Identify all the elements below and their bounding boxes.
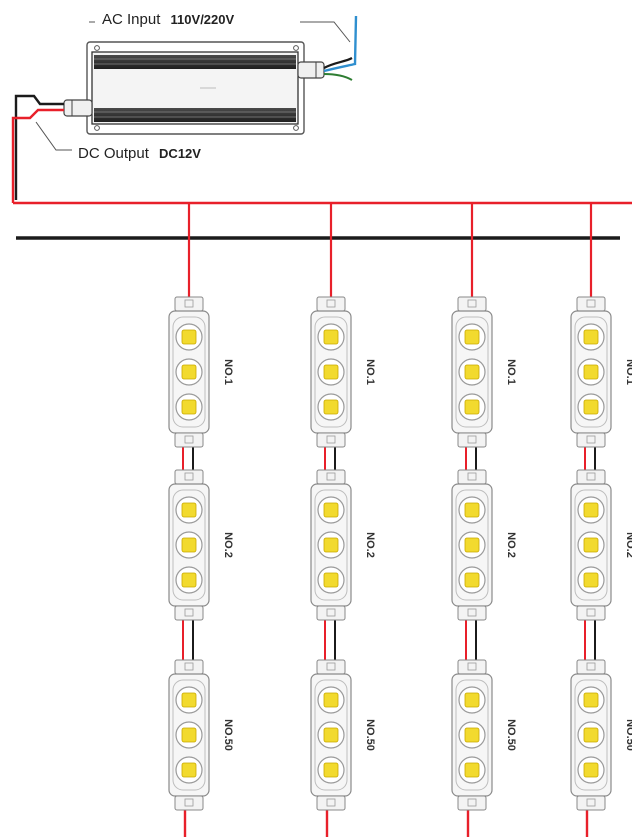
led-chip (181, 537, 197, 553)
module-number-label: NO.1 (364, 359, 376, 385)
led-module: NO.2 (310, 469, 376, 621)
dc-output-value: DC12V (159, 146, 201, 161)
led-module: NO.50 (310, 659, 376, 811)
led-chip (464, 537, 480, 553)
module-number-label: NO.50 (505, 719, 517, 751)
led-chip (464, 572, 480, 588)
led-chip (583, 572, 599, 588)
led-module: NO.1 (310, 296, 376, 448)
led-chip (323, 727, 339, 743)
ac-input-cable (323, 15, 358, 81)
module-number-label: NO.1 (222, 359, 234, 385)
led-chip (583, 502, 599, 518)
module-number-label: NO.50 (364, 719, 376, 751)
led-string-1: NO.1NO.2NO.50 (168, 203, 234, 837)
module-number-label: NO.2 (505, 532, 517, 558)
led-chip (181, 692, 197, 708)
led-module: NO.50 (570, 659, 632, 811)
led-chip (583, 692, 599, 708)
ac-input-prefix: AC Input (102, 11, 161, 28)
led-chip (583, 399, 599, 415)
led-chip (464, 762, 480, 778)
led-chip (464, 727, 480, 743)
led-chip (181, 762, 197, 778)
led-chip (464, 502, 480, 518)
dc-output-prefix: DC Output (78, 145, 150, 162)
led-chip (583, 762, 599, 778)
dc-output-cable (11, 94, 64, 203)
led-chip (583, 329, 599, 345)
led-chip (323, 692, 339, 708)
module-number-label: NO.50 (624, 719, 632, 751)
led-chip (464, 329, 480, 345)
svg-text:AC Input 110V/220V: AC Input 110V/220V (102, 11, 234, 28)
led-chip (583, 727, 599, 743)
dc-output-label: DC Output DC12V (35, 121, 201, 162)
led-module: NO.2 (570, 469, 632, 621)
led-chip (323, 572, 339, 588)
ac-input-gland (297, 61, 325, 79)
led-module: NO.2 (451, 469, 517, 621)
led-chip (181, 399, 197, 415)
module-number-label: NO.2 (222, 532, 234, 558)
led-module: NO.50 (168, 659, 234, 811)
led-strings: NO.1NO.2NO.50NO.1NO.2NO.50NO.1NO.2NO.50N… (168, 203, 632, 837)
led-module: NO.1 (570, 296, 632, 448)
module-number-label: NO.2 (364, 532, 376, 558)
svg-text:DC Output DC12V: DC Output DC12V (78, 145, 201, 162)
led-string-4: NO.1NO.2NO.50 (570, 203, 632, 837)
led-chip (323, 399, 339, 415)
led-chip (323, 537, 339, 553)
led-chip (323, 364, 339, 380)
led-chip (464, 399, 480, 415)
led-string-3: NO.1NO.2NO.50 (451, 203, 517, 837)
led-chip (323, 502, 339, 518)
led-chip (181, 502, 197, 518)
module-number-label: NO.2 (624, 532, 632, 558)
led-module: NO.50 (451, 659, 517, 811)
module-number-label: NO.1 (624, 359, 632, 385)
led-module: NO.2 (168, 469, 234, 621)
power-supply (63, 41, 325, 135)
led-chip (464, 364, 480, 380)
led-chip (323, 329, 339, 345)
led-string-2: NO.1NO.2NO.50 (310, 203, 376, 837)
led-chip (181, 727, 197, 743)
led-module: NO.1 (451, 296, 517, 448)
led-chip (181, 364, 197, 380)
ac-input-value: 110V/220V (171, 12, 235, 27)
led-chip (323, 762, 339, 778)
led-chip (181, 329, 197, 345)
ac-input-label: AC Input 110V/220V (89, 11, 351, 43)
led-module: NO.1 (168, 296, 234, 448)
led-chip (583, 537, 599, 553)
module-number-label: NO.1 (505, 359, 517, 385)
bus-lines (13, 201, 632, 240)
led-chip (464, 692, 480, 708)
led-chip (181, 572, 197, 588)
led-chip (583, 364, 599, 380)
dc-output-gland (63, 99, 93, 117)
module-number-label: NO.50 (222, 719, 234, 751)
heatsink-fins (94, 55, 296, 122)
